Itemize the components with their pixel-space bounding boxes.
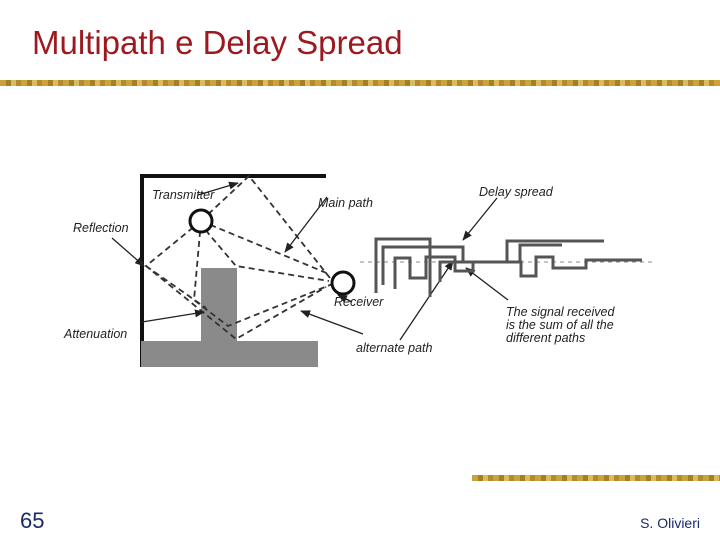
propagation-paths [144, 174, 336, 341]
path-lower [145, 265, 207, 309]
attenuation-label: Attenuation [63, 327, 127, 341]
signal-traces [374, 237, 642, 297]
author-name: S. Olivieri [640, 515, 700, 531]
signal-note-line-1: The signal received [506, 305, 615, 319]
path-main [200, 220, 330, 275]
alternate-path-label: alternate path [356, 341, 432, 355]
transmitter-label: Transmitter [152, 188, 215, 202]
delay-spread-label: Delay spread [479, 185, 554, 199]
top-decorative-bar [0, 80, 720, 86]
label-arrows [111, 181, 509, 341]
path-attenuated [193, 220, 336, 328]
bottom-decorative-bar [472, 475, 720, 481]
transmitter-icon [188, 208, 214, 234]
receiver-label: Receiver [334, 295, 384, 309]
path-top-reflection [200, 174, 331, 279]
reflection-label: Reflection [73, 221, 129, 235]
path-wall-reflection [144, 220, 327, 341]
page-number: 65 [20, 508, 45, 533]
path-building [200, 220, 330, 282]
signal-note-line-2: is the sum of all the [506, 318, 614, 332]
ground-block [141, 341, 318, 367]
signal-note-line-3: different paths [506, 331, 585, 345]
main-path-label: Main path [318, 196, 373, 210]
slide-title: Multipath e Delay Spread [32, 24, 403, 61]
wall-outline [140, 174, 326, 367]
receiver-icon [330, 270, 356, 296]
building-pillar [201, 268, 237, 342]
